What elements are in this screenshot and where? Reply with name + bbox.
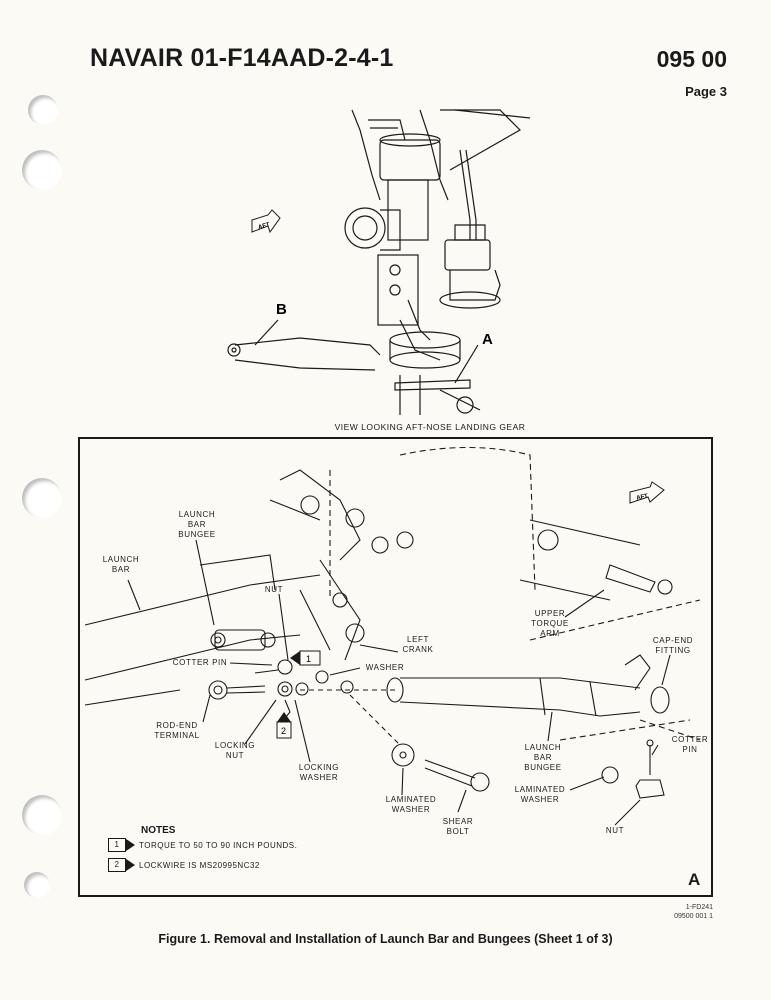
note-2-number: 2 xyxy=(108,858,126,872)
note-2-text: LOCKWIRE IS MS20995NC32 xyxy=(139,860,260,870)
label-upper-torque-arm: UPPER TORQUE ARM xyxy=(531,609,569,638)
callout-1-number: 1 xyxy=(306,654,311,664)
work-package-code: 095 00 xyxy=(656,46,727,72)
view-caption: VIEW LOOKING AFT-NOSE LANDING GEAR xyxy=(334,422,526,432)
detail-corner-letter: A xyxy=(688,870,701,889)
note-1-arrow xyxy=(126,839,135,851)
label-locking-nut: LOCKING NUT xyxy=(214,741,256,760)
label-laminated-washer-right: LAMINATED WASHER xyxy=(514,785,566,804)
binder-hole-1 xyxy=(28,95,58,125)
detail-a-box xyxy=(78,437,713,897)
label-shear-bolt: SHEAR BOLT xyxy=(442,817,474,836)
label-rod-end-terminal: ROD-END TERMINAL xyxy=(154,721,200,740)
label-launch-bar-bungee: LAUNCH BAR BUNGEE xyxy=(178,510,216,539)
document-title: NAVAIR 01-F14AAD-2-4-1 xyxy=(90,44,394,72)
note-1-number: 1 xyxy=(108,838,126,852)
label-left-crank: LEFT CRANK xyxy=(402,635,434,654)
aft-arrow-detail-label: AFT xyxy=(636,493,649,501)
callout-1-marker xyxy=(290,650,321,666)
page-number: Page 3 xyxy=(685,84,727,99)
label-cotter-pin-right: COTTER PIN xyxy=(671,735,709,754)
callout-2-marker xyxy=(276,712,292,739)
notes-title: NOTES xyxy=(141,825,176,836)
note-1: 1 TORQUE TO 50 TO 90 INCH POUNDS. xyxy=(108,838,297,852)
aft-arrow-top xyxy=(251,209,281,234)
label-nut-top: NUT xyxy=(264,585,284,594)
label-locking-washer: LOCKING WASHER xyxy=(298,763,340,782)
label-laminated-washer-center: LAMINATED WASHER xyxy=(385,795,437,814)
drawing-reference: 1-FD241 09500 001 1 xyxy=(674,903,713,921)
view-label-a: A xyxy=(482,331,493,348)
binder-hole-3 xyxy=(22,478,62,518)
label-nut-right: NUT xyxy=(605,826,625,835)
nose-landing-gear-view: AFT B A xyxy=(227,109,531,415)
binder-hole-2 xyxy=(22,150,62,190)
label-cap-end-fitting: CAP-END FITTING xyxy=(652,636,694,655)
view-label-b: B xyxy=(276,301,287,318)
label-launch-bar-bungee-right: LAUNCH BAR BUNGEE xyxy=(524,743,562,772)
binder-hole-4 xyxy=(22,795,62,835)
figure-caption: Figure 1. Removal and Installation of La… xyxy=(158,932,613,946)
note-1-text: TORQUE TO 50 TO 90 INCH POUNDS. xyxy=(139,840,298,850)
note-2: 2 LOCKWIRE IS MS20995NC32 xyxy=(108,858,260,872)
aft-arrow-detail xyxy=(629,481,665,504)
drawing-reference-line-2: 09500 001 1 xyxy=(674,913,713,920)
label-washer: WASHER xyxy=(365,663,405,672)
callout-2-number: 2 xyxy=(281,726,286,736)
binder-hole-5 xyxy=(24,872,50,898)
note-2-arrow xyxy=(126,859,135,871)
label-cotter-pin-left: COTTER PIN xyxy=(172,658,228,667)
aft-arrow-top-label: AFT xyxy=(258,222,271,231)
label-launch-bar: LAUNCH BAR xyxy=(102,555,140,574)
drawing-reference-line-1: 1-FD241 xyxy=(685,904,713,911)
